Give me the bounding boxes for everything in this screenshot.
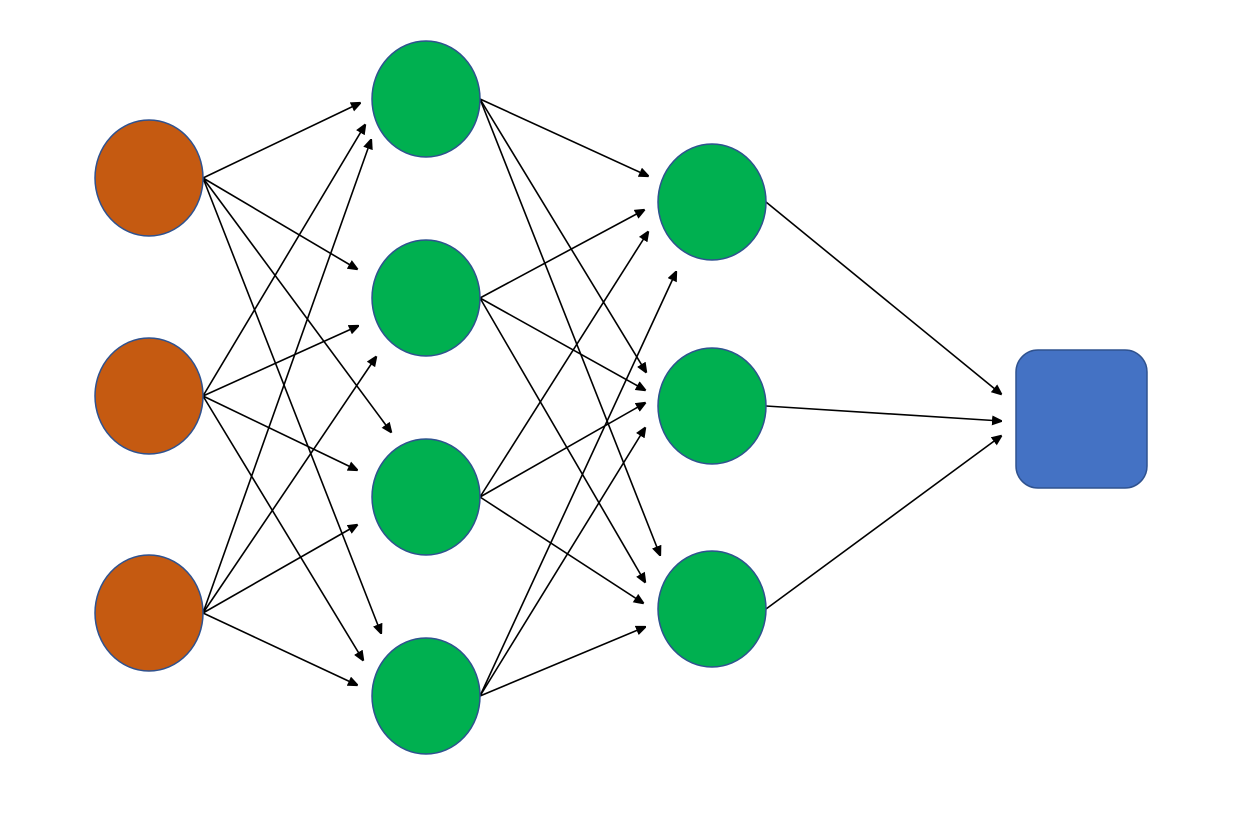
edge-hidden1-3-to-hidden2-2 xyxy=(479,403,645,498)
edge-hidden1-4-to-hidden2-2 xyxy=(479,428,645,697)
hidden-2-node-2 xyxy=(657,347,767,465)
hidden-2-node-1 xyxy=(657,143,767,261)
edge-hidden1-2-to-hidden2-3 xyxy=(479,297,645,582)
edge-hidden1-1-to-hidden2-3 xyxy=(479,98,660,555)
edge-input-2-to-hidden1-4 xyxy=(202,395,363,660)
output-node xyxy=(1015,349,1148,489)
input-node-3 xyxy=(94,554,204,672)
edge-input-3-to-hidden1-1 xyxy=(202,140,371,614)
edge-hidden2-2-to-output xyxy=(765,405,1001,421)
input-node-1 xyxy=(94,119,204,237)
input-node-2 xyxy=(94,337,204,455)
hidden-2-node-3 xyxy=(657,550,767,668)
edge-hidden1-3-to-hidden2-3 xyxy=(479,496,643,603)
edge-input-2-to-hidden1-3 xyxy=(202,395,357,470)
edge-hidden1-2-to-hidden2-2 xyxy=(479,297,645,390)
connections-group xyxy=(202,98,1001,697)
edge-input-2-to-hidden1-2 xyxy=(202,326,358,397)
hidden-1-node-1 xyxy=(371,40,481,158)
edge-hidden1-3-to-hidden2-1 xyxy=(479,232,648,498)
edge-hidden2-1-to-output xyxy=(765,201,1001,394)
edge-input-3-to-hidden1-4 xyxy=(202,612,357,685)
edge-input-1-to-hidden1-1 xyxy=(202,103,360,179)
edge-hidden1-4-to-hidden2-1 xyxy=(479,272,676,697)
edge-hidden2-3-to-output xyxy=(765,436,1001,610)
edge-hidden1-4-to-hidden2-3 xyxy=(479,627,645,697)
edge-input-2-to-hidden1-1 xyxy=(202,125,365,397)
edge-hidden1-1-to-hidden2-1 xyxy=(479,98,648,176)
hidden-1-node-2 xyxy=(371,239,481,357)
edge-input-1-to-hidden1-4 xyxy=(202,177,381,633)
edge-hidden1-1-to-hidden2-2 xyxy=(479,98,646,372)
edge-input-3-to-hidden1-2 xyxy=(202,357,376,614)
hidden-1-node-4 xyxy=(371,637,481,755)
edge-hidden1-2-to-hidden2-1 xyxy=(479,210,644,299)
hidden-1-node-3 xyxy=(371,438,481,556)
edge-input-1-to-hidden1-3 xyxy=(202,177,391,432)
edge-input-1-to-hidden1-2 xyxy=(202,177,357,269)
edge-input-3-to-hidden1-3 xyxy=(202,525,357,614)
nodes-group xyxy=(94,40,1148,755)
